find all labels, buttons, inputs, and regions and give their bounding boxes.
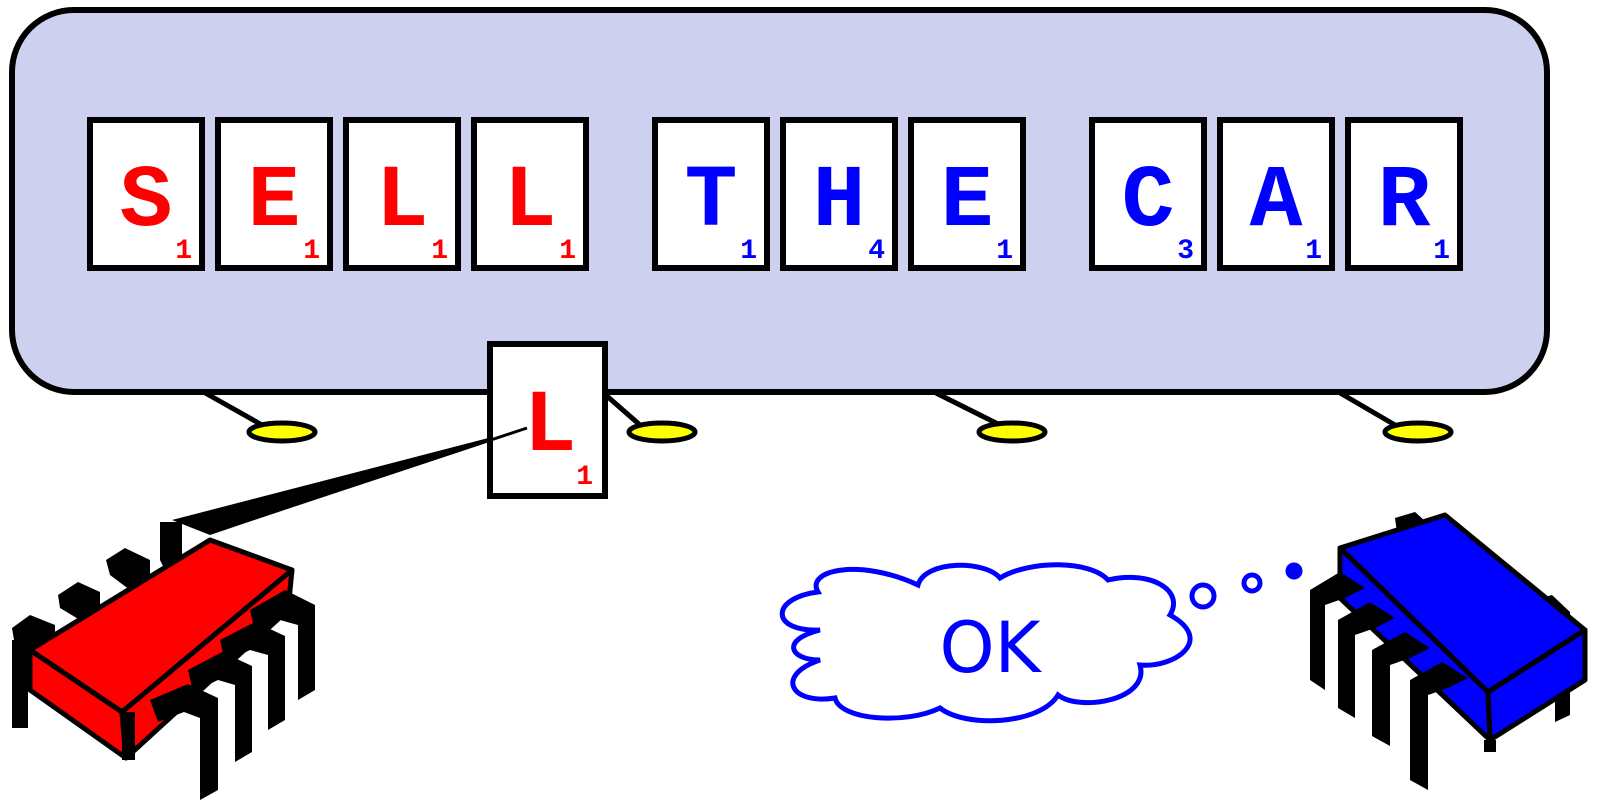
tile-letter: R bbox=[1378, 153, 1431, 252]
peg-4 bbox=[1382, 420, 1454, 444]
tile-frame bbox=[1217, 117, 1335, 271]
tile-frame bbox=[780, 117, 898, 271]
board-pegs bbox=[246, 420, 1454, 444]
tile-frame bbox=[908, 117, 1026, 271]
peg-2 bbox=[626, 420, 698, 444]
held-tile-frame bbox=[487, 341, 608, 499]
tile-frame bbox=[1345, 117, 1463, 271]
thought-cloud bbox=[779, 562, 1193, 724]
tile-score: 1 bbox=[175, 236, 192, 267]
blue-chip-icon bbox=[1310, 512, 1588, 790]
tile-frame bbox=[1089, 117, 1207, 271]
peg-1 bbox=[246, 420, 318, 444]
held-tile[interactable]: L 1 bbox=[487, 341, 608, 499]
thought-dot-1 bbox=[1189, 582, 1217, 610]
tile-score: 3 bbox=[1177, 236, 1194, 267]
tile-frame bbox=[87, 117, 205, 271]
thought-bubble bbox=[779, 562, 1303, 724]
tile-score: 1 bbox=[431, 236, 448, 267]
tile-letter: S bbox=[120, 153, 173, 252]
tile-frame bbox=[343, 117, 461, 271]
tile-frame bbox=[471, 117, 589, 271]
tile-score: 4 bbox=[868, 236, 885, 267]
tile-score: 1 bbox=[740, 236, 757, 267]
tile-score: 1 bbox=[996, 236, 1013, 267]
pointer-beam bbox=[172, 428, 527, 535]
tile-letter: L bbox=[504, 153, 557, 252]
tile-letter: E bbox=[941, 153, 994, 252]
tile-letter: T bbox=[685, 153, 738, 252]
tile-letter: L bbox=[376, 153, 429, 252]
held-tile-score: 1 bbox=[576, 462, 593, 493]
thought-text: OK bbox=[939, 607, 1042, 689]
tile-letter: A bbox=[1250, 153, 1303, 252]
tile-frame bbox=[652, 117, 770, 271]
tile-score: 1 bbox=[559, 236, 576, 267]
tile-letter: H bbox=[813, 153, 866, 252]
thought-dot-3 bbox=[1285, 562, 1303, 580]
held-tile-letter: L bbox=[524, 378, 577, 477]
tile-frame bbox=[215, 117, 333, 271]
board-legs bbox=[198, 387, 1397, 428]
word-board bbox=[9, 7, 1550, 395]
tile-score: 1 bbox=[1305, 236, 1322, 267]
peg-3 bbox=[976, 420, 1048, 444]
tile-score: 1 bbox=[1433, 236, 1450, 267]
red-chip-icon bbox=[12, 522, 315, 800]
tile-letter: C bbox=[1122, 153, 1175, 252]
tile-score: 1 bbox=[303, 236, 320, 267]
thought-dot-2 bbox=[1241, 572, 1263, 594]
tile-letter: E bbox=[248, 153, 301, 252]
pointer-tip bbox=[209, 426, 528, 535]
